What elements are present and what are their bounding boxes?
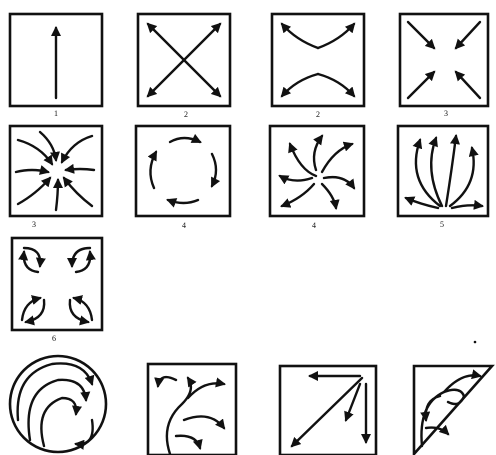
panel-4: 3 [400,14,488,118]
diagonal-arrow [292,378,362,446]
quad-ne-b [76,252,90,272]
curve-in-1 [18,140,52,164]
rotate-bottom [168,200,198,203]
scroll-branch-2 [188,383,224,398]
panel-7-frame [270,126,364,216]
quad-ne-a [72,248,90,266]
curve-in-2 [40,132,56,160]
rotate-left [150,152,156,188]
arrow-in-sw [408,72,434,98]
radiate-5 [322,184,336,208]
radiate-2 [314,136,322,170]
panel-4-number: 3 [444,109,448,118]
corner-scroll-2 [426,396,440,420]
arrow-in-se [456,72,480,98]
fountain-3 [446,136,456,206]
arrow-sw [148,60,184,96]
panel-1: 1 [10,14,102,118]
radiate-1 [290,144,316,176]
fountain-2 [431,138,442,206]
panel-8-number: 5 [440,220,444,229]
panel-7-number: 4 [312,221,316,230]
scroll-branch-3 [158,377,176,386]
arrow-nw [148,24,184,60]
radiate-7 [280,176,312,181]
panel-13 [414,366,492,454]
arc-se [318,74,354,96]
panel-2-number: 2 [184,110,188,119]
fountain-6 [452,205,482,208]
panel-6-number: 4 [182,221,186,230]
curve-in-8 [16,170,48,172]
panel-7: 4 [270,126,364,230]
scroll-branch-4 [184,416,224,428]
short-diagonal-arrow [346,384,360,420]
arrow-in-ne [456,22,480,48]
arc-ne [318,24,354,48]
panel-8: 5 [398,126,488,229]
panel-11 [148,364,236,455]
spiral-arc-3 [41,398,76,446]
panel-9-frame [12,238,102,330]
rotate-right [212,154,216,186]
curve-in-7 [18,178,50,204]
curve-in-5 [64,178,92,206]
curve-in-6 [56,180,58,210]
stray-dot [474,341,477,344]
quad-nw-b [24,252,38,272]
corner-scroll-4 [426,428,448,434]
radiate-4 [324,177,354,188]
panel-8-frame [398,126,488,216]
arc-sw [282,74,318,96]
panel-5: 3 [10,126,102,229]
arrow-in-nw [408,22,434,48]
panel-9-number: 6 [52,334,56,343]
panel-10 [10,356,106,452]
spiral-arc-4 [76,420,93,444]
panel-12 [280,366,376,455]
panel-1-number: 1 [54,109,58,118]
radiate-3 [322,144,352,172]
rotate-top [170,138,200,142]
quad-nw-a [24,248,40,266]
scroll-branch-5 [176,436,200,448]
panel-2: 2 [138,14,230,119]
panel-5-number: 3 [32,220,36,229]
arc-nw [282,24,318,48]
radiate-6 [282,184,314,206]
panel-9: 6 [12,238,102,343]
arrow-ne [184,24,220,60]
arrow-se [184,60,220,96]
scroll-branch-1 [167,378,191,454]
panel-3-number: 2 [316,110,320,119]
curve-in-4 [66,169,94,170]
curve-in-3 [62,136,92,162]
panel-6: 4 [136,126,230,230]
panel-3: 2 [272,14,364,119]
